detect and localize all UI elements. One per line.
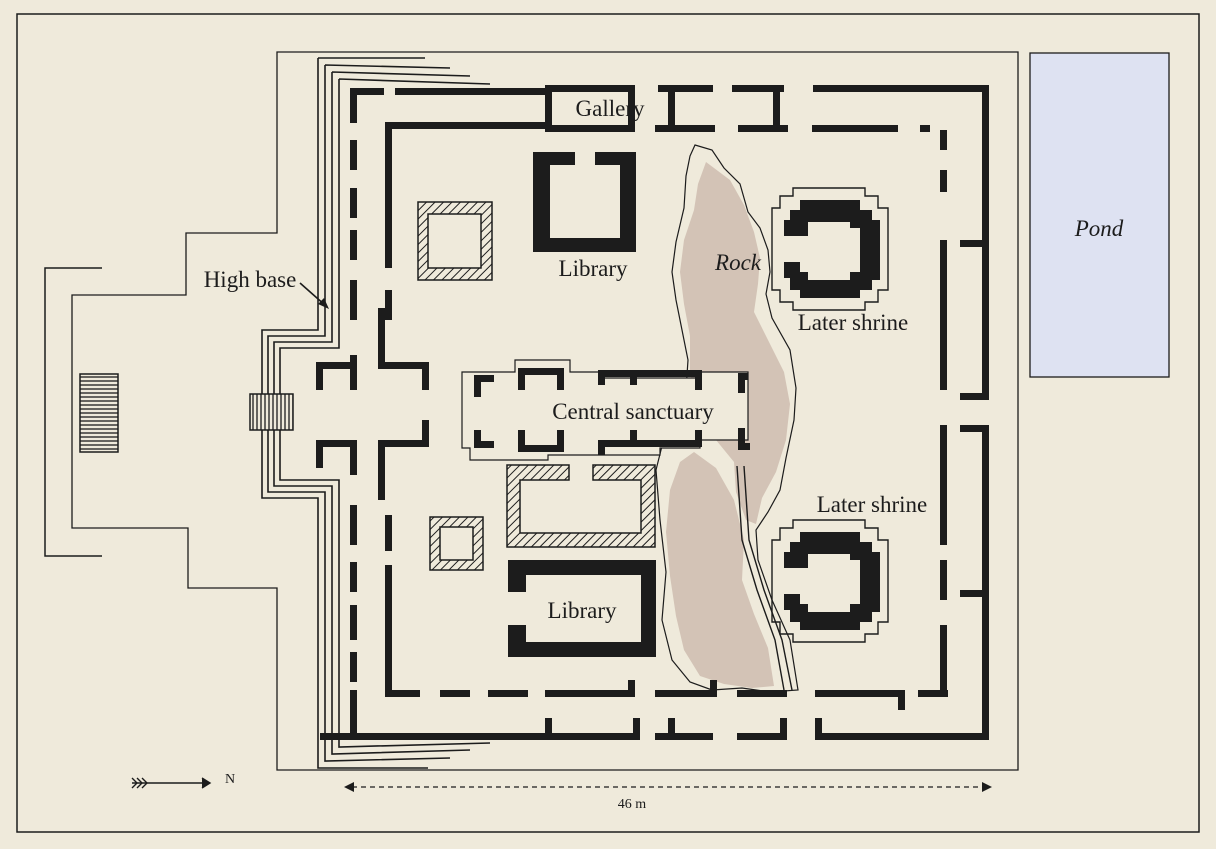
later-shrine-north — [784, 200, 880, 298]
library-north — [533, 152, 636, 252]
pond — [1029, 52, 1170, 378]
later-shrine-south-label: Later shrine — [817, 492, 927, 517]
ruined-hall — [506, 464, 656, 548]
high-base-label: High base — [204, 267, 297, 292]
library-south — [508, 560, 656, 657]
central-sanctuary-platform — [461, 359, 749, 461]
library-south-label: Library — [548, 598, 617, 623]
north-label: N — [225, 772, 235, 787]
central-sanctuary-walls — [474, 368, 750, 455]
library-north-label: Library — [559, 256, 628, 281]
later-shrine-north-label: Later shrine — [798, 310, 908, 335]
rock-label: Rock — [714, 250, 762, 275]
ruined-shrine-south — [429, 516, 484, 571]
scale-bar — [344, 782, 992, 792]
ruined-library-north — [417, 201, 493, 281]
drainage-channel — [736, 465, 785, 691]
later-shrine-north-base — [771, 187, 889, 311]
central-sanctuary-label: Central sanctuary — [552, 399, 714, 424]
high-base-arrowhead — [318, 298, 329, 309]
high-base-steps — [261, 57, 491, 769]
site-outline — [71, 51, 1019, 771]
west-entrance-stair — [249, 393, 294, 431]
gallery-walls — [316, 85, 989, 740]
later-shrine-south-base — [771, 519, 889, 643]
gallery-label: Gallery — [576, 96, 645, 121]
north-arrow — [131, 777, 212, 789]
scale-label: 46 m — [618, 797, 647, 812]
later-shrine-south — [784, 532, 880, 630]
drainage-channel-edge — [743, 465, 793, 691]
pond-label: Pond — [1074, 216, 1124, 241]
approach-terrace — [44, 267, 102, 557]
page-border — [16, 13, 1200, 833]
approach-stair — [79, 373, 119, 453]
